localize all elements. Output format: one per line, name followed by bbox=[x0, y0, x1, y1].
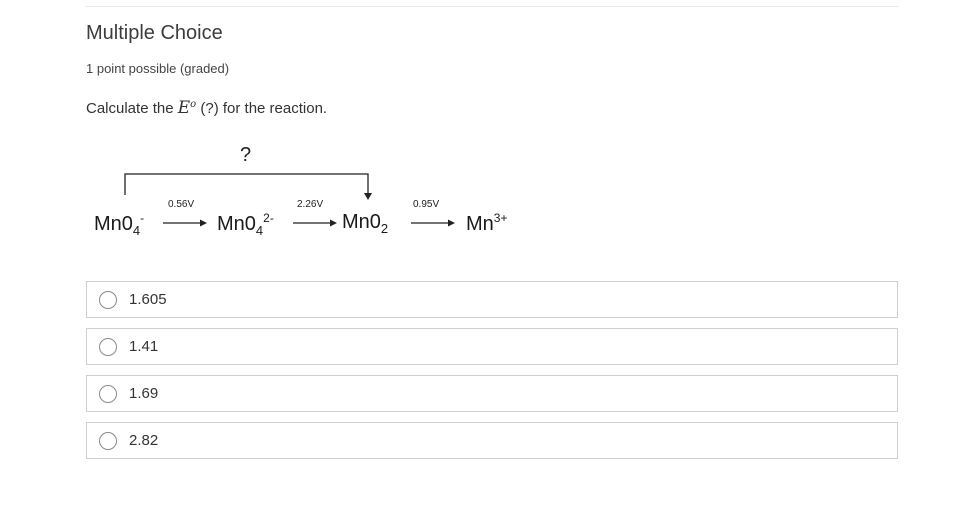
potential-label-3: 0.95V bbox=[413, 199, 440, 210]
option-1605[interactable]: 1.605 bbox=[86, 281, 898, 318]
option-label: 2.82 bbox=[129, 432, 159, 449]
option-label: 1.69 bbox=[129, 385, 159, 402]
arrow-1-head bbox=[200, 219, 207, 227]
problem-title: Multiple Choice bbox=[86, 22, 223, 44]
arrow-2-head bbox=[330, 219, 337, 227]
species-permanganate: Mn04- bbox=[94, 211, 145, 238]
prompt-text-before: Calculate the bbox=[86, 100, 178, 117]
radio-button[interactable] bbox=[99, 384, 117, 403]
option-169[interactable]: 1.69 bbox=[86, 375, 898, 412]
option-282[interactable]: 2.82 bbox=[86, 422, 898, 459]
bracket-connector bbox=[124, 173, 369, 196]
option-141[interactable]: 1.41 bbox=[86, 328, 898, 365]
arrow-3-head bbox=[448, 219, 455, 227]
species-manganese-dioxide: Mn02 bbox=[342, 211, 389, 236]
radio-button[interactable] bbox=[99, 290, 117, 309]
potential-label-2: 2.26V bbox=[297, 199, 324, 210]
question-prompt: Calculate the Eo (?) for the reaction. bbox=[86, 98, 327, 118]
potential-superscript: o bbox=[190, 99, 197, 110]
latimer-diagram: ? 0.56V 2.26V 0.95V Mn04- Mn042- Mn02 Mn… bbox=[94, 144, 508, 238]
prompt-text-after: (?) for the reaction. bbox=[196, 100, 328, 117]
answer-options: 1.605 1.41 1.69 2.82 bbox=[86, 281, 898, 469]
species-manganese-iii: Mn3+ bbox=[466, 211, 508, 235]
potential-symbol: E bbox=[177, 98, 191, 118]
diagram-lines bbox=[124, 173, 455, 227]
bracket-arrowhead bbox=[364, 193, 372, 200]
radio-button[interactable] bbox=[99, 337, 117, 356]
option-label: 1.41 bbox=[129, 338, 159, 355]
potential-label-1: 0.56V bbox=[168, 199, 195, 210]
unknown-potential-label: ? bbox=[240, 144, 252, 166]
radio-button[interactable] bbox=[99, 431, 117, 450]
species-manganate: Mn042- bbox=[217, 211, 274, 238]
option-label: 1.605 bbox=[129, 291, 167, 308]
top-divider bbox=[86, 6, 898, 7]
points-possible: 1 point possible (graded) bbox=[86, 61, 230, 76]
